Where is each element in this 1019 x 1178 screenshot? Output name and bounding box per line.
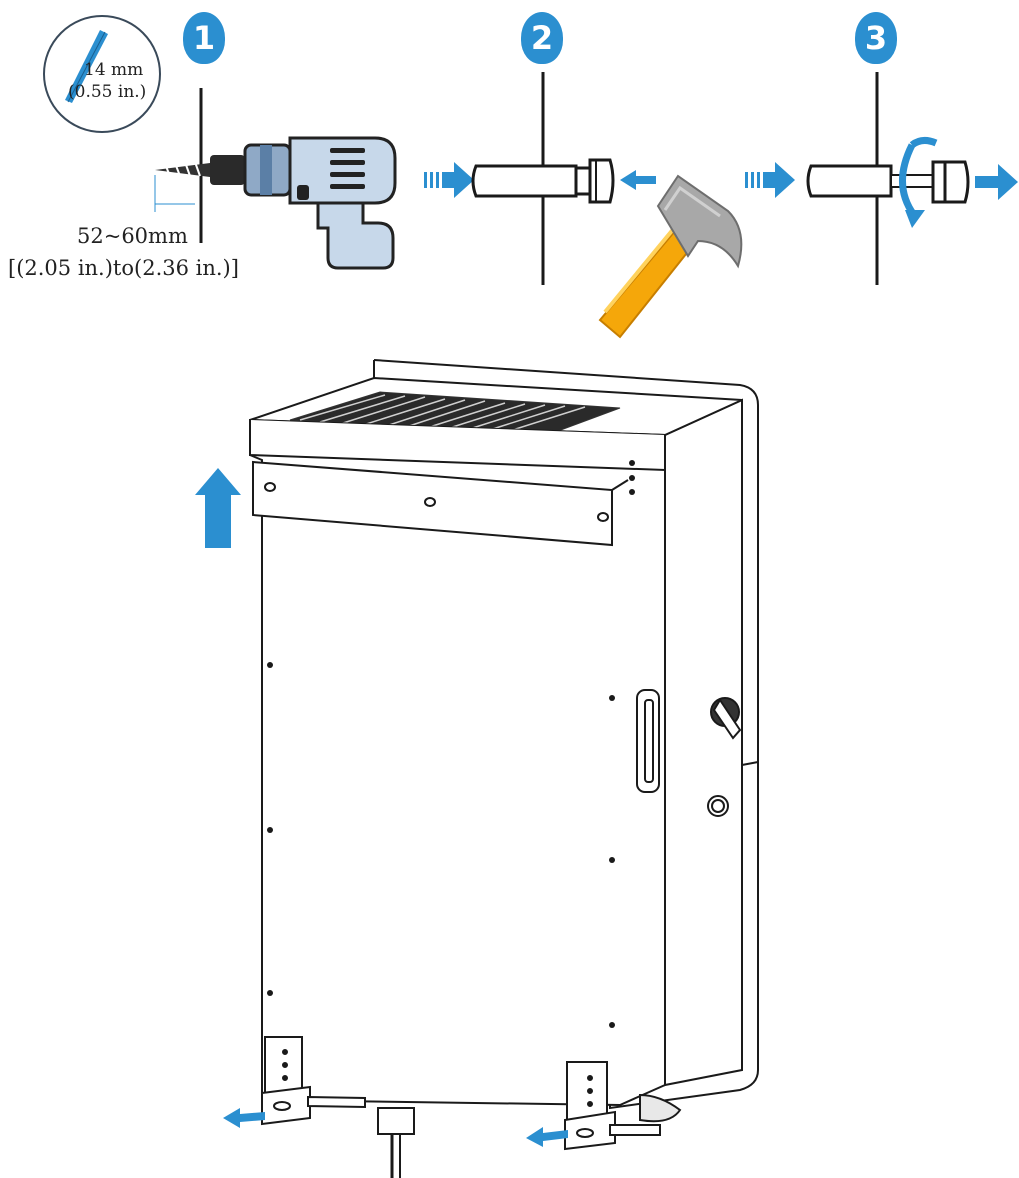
drill-icon <box>210 136 397 270</box>
step-2-number: 2 <box>521 12 563 64</box>
drill-bit <box>155 161 210 177</box>
side-handle <box>636 689 660 793</box>
step-1-drill <box>43 15 474 270</box>
dc-switch-icon <box>710 697 742 740</box>
step-2-insert-anchor <box>471 72 795 339</box>
foot-arrow-left-icon <box>223 1108 265 1128</box>
hammer-icon <box>598 174 743 339</box>
lift-arrow-icon <box>195 468 241 548</box>
step-3-number: 3 <box>855 12 897 64</box>
inverter-unit <box>249 359 759 1178</box>
drill-depth-in: [(2.05 in.)to(2.36 in.)] <box>8 256 239 280</box>
step-3-tighten <box>806 72 1018 285</box>
bit-diameter-in: (0.55 in.) <box>68 82 147 102</box>
mounting-foot-left <box>261 1036 311 1126</box>
drill-depth-mm: 52~60mm <box>77 224 188 248</box>
rotate-arrow-icon <box>899 143 917 218</box>
foot-arrow-right-icon <box>526 1127 568 1147</box>
bit-diameter-mm: 14 mm <box>84 60 144 80</box>
drill-bit-magnifier <box>43 15 161 133</box>
step-1-number: 1 <box>183 12 225 64</box>
mounting-foot-right <box>564 1061 616 1151</box>
